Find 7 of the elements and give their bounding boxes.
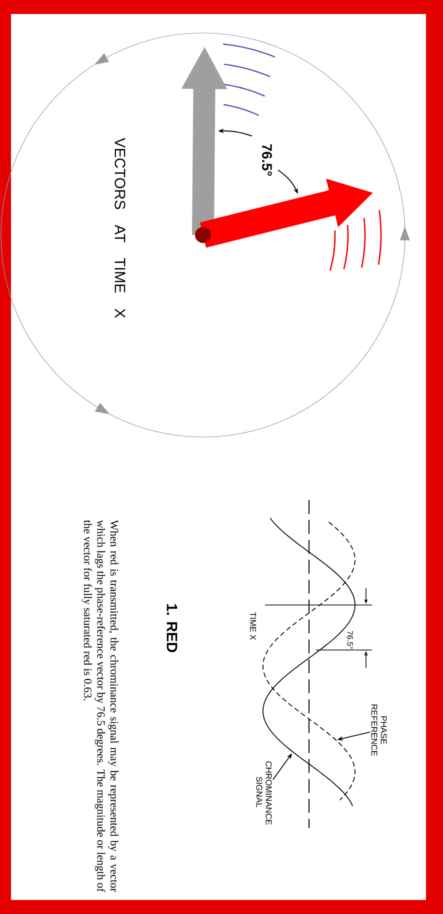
time-label: TIME X <box>250 612 256 640</box>
caption-paragraph: When red is transmitted, the chrominance signal may be represented by a vector which lags the phase-reference vector by 76.5 degrees. The magnitude or length of the vector for fully saturated red is 0.63. <box>82 520 118 892</box>
callout-label: PHASE REFERENCE <box>371 704 387 756</box>
angle-label: 76.5° <box>262 144 272 176</box>
heading-label: VECTORS AT TIME X <box>114 138 126 318</box>
section-title: 1. RED <box>166 604 178 652</box>
callout-label: CHROMINANCE SIGNAL <box>256 761 272 825</box>
